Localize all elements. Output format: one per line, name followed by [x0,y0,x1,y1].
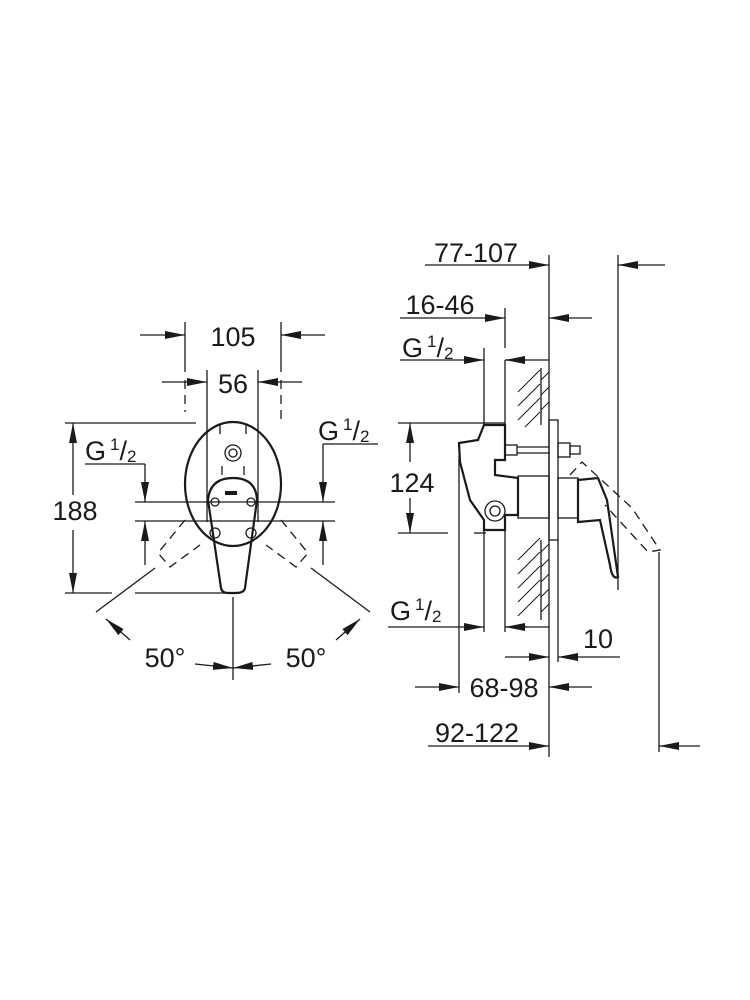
thread-num: 1 [415,595,424,614]
thread-num: 1 [343,415,352,434]
thread-den: 2 [432,607,441,626]
dimension-label: 124 [389,468,434,498]
svg-text:G1/2: G1/2 [402,332,453,363]
dimension-105: 105 [140,322,325,420]
dimension-56: 56 [162,369,302,522]
thread-letter: G [390,596,411,626]
thread-num: 1 [427,332,436,351]
thread-letter: G [85,436,106,466]
dimension-124: 124 [389,422,505,534]
angle-label-right: 50° [286,643,327,673]
thread-slash: / [119,436,127,466]
dimension-label: 68-98 [469,673,538,703]
thread-slash: / [436,333,444,363]
thread-slash: / [352,416,360,446]
thread-den: 2 [444,344,453,363]
thread-slash: / [424,596,432,626]
dimension-label: 10 [583,624,613,654]
dimension-label: 92-122 [435,718,519,748]
dimension-188: 188 [52,422,225,594]
thread-den: 2 [127,447,136,466]
lever-side [576,476,620,579]
dimension-label: 77-107 [434,238,518,268]
dimension-16-46: 16-46 [400,290,592,348]
dimension-label: 16-46 [405,290,474,320]
dimension-label: 105 [210,322,255,352]
svg-text:G1/2: G1/2 [390,595,441,626]
thread-den: 2 [360,427,369,446]
dimension-68-98: 68-98 [415,673,592,703]
escutcheon-plate [183,420,283,548]
wall-section [517,368,550,620]
dimension-10: 10 [505,540,620,662]
dimension-label: 188 [52,496,97,526]
angle-label-left: 50° [145,643,186,673]
svg-text:G1/2: G1/2 [85,435,136,466]
svg-text:G1/2: G1/2 [318,415,369,446]
thread-letter: G [402,333,423,363]
lever-handle [206,476,259,595]
dimension-92-122: 92-122 [428,718,700,750]
valve-body [457,419,581,541]
thread-num: 1 [110,435,119,454]
thread-letter: G [318,416,339,446]
dimension-77-107: 77-107 [425,238,665,269]
dimension-label: 56 [218,369,248,399]
